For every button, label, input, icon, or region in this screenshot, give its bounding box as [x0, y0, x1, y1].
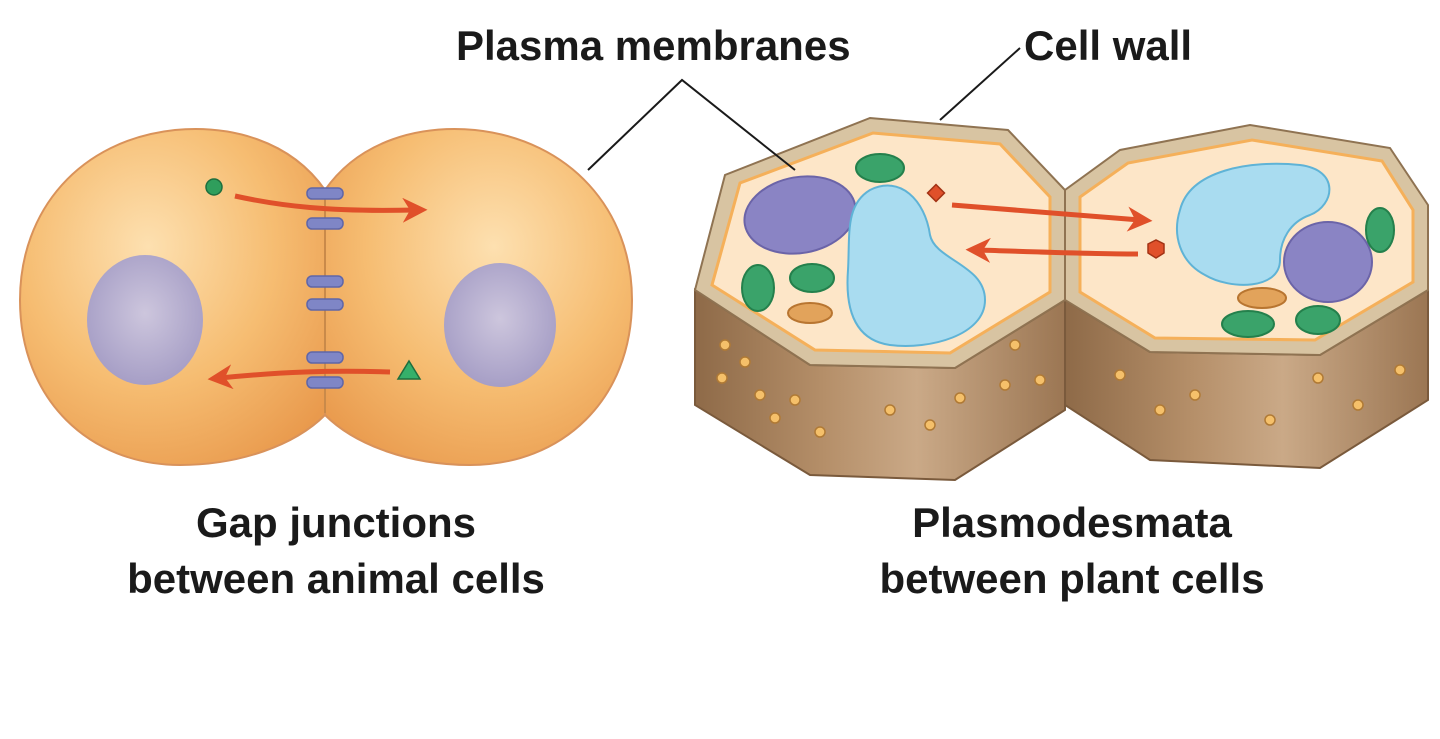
mitochondrion-2 [1237, 287, 1287, 309]
animal-cells [18, 128, 634, 467]
plant-molecule-diamond [926, 183, 946, 203]
animal-nucleus-right [444, 263, 556, 387]
gap-junctions [306, 187, 344, 389]
plasmodesmata-pores [716, 339, 1406, 438]
small-molecule-triangle [396, 359, 422, 380]
vacuole-right [1176, 162, 1331, 286]
chloroplast-2 [741, 264, 775, 312]
vacuole-left [846, 184, 987, 347]
plasma-membranes-label: Plasma membranes [456, 22, 851, 69]
arrow-left-to-right [234, 193, 428, 223]
plant-nucleus-right [1283, 221, 1373, 303]
plant-cells [693, 116, 1429, 482]
plant-caption: Plasmodesmata between plant cells [772, 495, 1372, 607]
cell-wall-label: Cell wall [1024, 22, 1193, 69]
chloroplast-4 [1365, 207, 1395, 253]
plant-caption-line2: between plant cells [879, 555, 1265, 602]
plant-molecule-hexagon [1147, 239, 1165, 259]
chloroplast-3 [789, 263, 835, 293]
arrow-right-to-left [207, 364, 391, 390]
mitochondrion-1 [787, 302, 833, 324]
arrow-plant-right-to-left [965, 237, 1139, 263]
animal-caption-line1: Gap junctions [195, 499, 476, 546]
chloroplast-1 [855, 153, 905, 183]
arrow-plant-left-to-right [951, 202, 1153, 232]
animal-caption: Gap junctions between animal cells [36, 495, 636, 607]
chloroplast-6 [1295, 305, 1341, 335]
chloroplast-5 [1221, 310, 1275, 338]
plant-caption-line1: Plasmodesmata [912, 499, 1232, 546]
leader-lines [587, 47, 1021, 171]
small-molecule-dot [205, 178, 223, 196]
animal-nucleus-left [87, 255, 203, 385]
animal-caption-line2: between animal cells [127, 555, 545, 602]
